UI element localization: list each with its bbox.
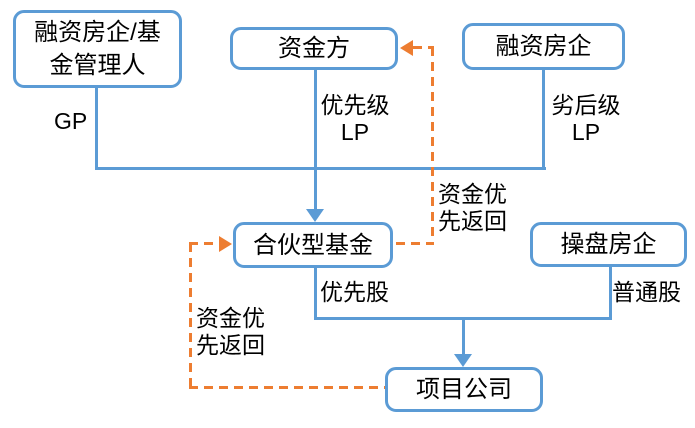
return-right-bottom-dash <box>396 242 434 245</box>
return-right-vertical-dash <box>431 47 434 245</box>
edge-label-common-shares: 普通股 <box>612 279 681 305</box>
arrowhead-into-project-company <box>454 354 472 367</box>
arrowhead-into-partnership-fund-left <box>219 236 232 252</box>
arrowhead-into-partnership-fund <box>306 209 324 222</box>
arrowhead-into-capital-provider <box>400 40 413 56</box>
senior-lp-connector-vertical-line <box>314 70 317 211</box>
common-shares-vertical-line <box>609 267 612 320</box>
return-left-vertical-dash <box>189 243 192 389</box>
edge-label-capital-return-left: 资金优 先返回 <box>196 305 265 358</box>
node-operating-developer: 操盘房企 <box>530 222 687 267</box>
node-fund-manager: 融资房企/基 金管理人 <box>13 10 182 88</box>
upper-join-horizontal-line <box>95 167 546 170</box>
edge-label-junior-lp: 劣后级 LP <box>551 92 621 145</box>
node-partnership-fund: 合伙型基金 <box>233 222 393 268</box>
edge-label-gp: GP <box>54 108 88 134</box>
return-right-top-dash <box>413 46 434 49</box>
preferred-shares-vertical-line <box>314 268 317 320</box>
edge-label-preferred-shares: 优先股 <box>320 279 389 305</box>
return-left-bottom-dash <box>189 386 386 389</box>
edge-label-capital-return-right: 资金优 先返回 <box>438 181 507 234</box>
edge-label-senior-lp: 优先级 LP <box>320 92 390 145</box>
node-financing-developer: 融资房企 <box>462 23 625 70</box>
node-capital-provider: 资金方 <box>230 27 398 70</box>
node-project-company: 项目公司 <box>385 367 543 412</box>
junior-lp-connector-vertical-line <box>542 70 545 170</box>
return-left-top-dash <box>189 242 220 245</box>
gp-connector-vertical-line <box>95 88 98 170</box>
project-company-vertical-line <box>462 317 465 356</box>
